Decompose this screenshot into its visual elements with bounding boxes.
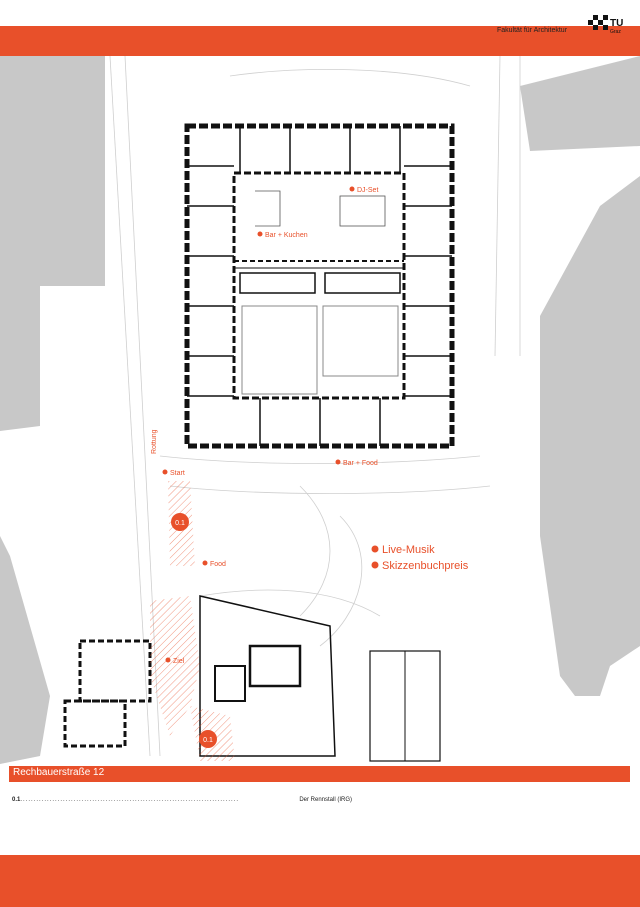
site-map: DJ-Set Bar + Kuchen Bar + Food Start Foo… bbox=[0, 56, 640, 764]
tu-graz-logo-icon: TU Graz bbox=[588, 15, 623, 35]
station-marker-bottom bbox=[199, 730, 217, 748]
neighbour-buildings bbox=[0, 56, 640, 764]
legend-text: Der Rennstall (IRG) bbox=[299, 797, 352, 803]
marker-bar-food bbox=[335, 459, 341, 465]
station-label-top: 0.1 bbox=[175, 520, 185, 527]
label-ziel: Ziel bbox=[173, 658, 185, 665]
station-marker-top bbox=[171, 513, 189, 531]
label-bar-kuchen: Bar + Kuchen bbox=[265, 232, 308, 239]
legend-number: 0.1 bbox=[12, 797, 21, 803]
footer-accent-bar bbox=[0, 855, 640, 907]
header-accent-bar bbox=[0, 26, 640, 56]
marker-skizzenbuchpreis bbox=[371, 561, 379, 569]
address-title: Rechbauerstraße 12 bbox=[13, 767, 105, 778]
label-food: Food bbox=[210, 561, 226, 568]
label-start: Start bbox=[170, 470, 185, 477]
marker-start bbox=[162, 469, 168, 475]
marker-bar-kuchen bbox=[257, 231, 263, 237]
legend-dots: ........................................… bbox=[20, 797, 240, 803]
marker-live-musik bbox=[371, 545, 379, 553]
address-bar bbox=[9, 766, 630, 782]
marker-dj-set bbox=[349, 186, 355, 192]
label-rottung: Rottung bbox=[151, 429, 158, 454]
station-label-bottom: 0.1 bbox=[203, 737, 213, 744]
label-bar-food: Bar + Food bbox=[343, 460, 378, 467]
race-route bbox=[150, 481, 235, 761]
lower-buildings bbox=[63, 595, 441, 762]
marker-ziel bbox=[165, 657, 171, 663]
faculty-name: Fakultät für Architektur bbox=[497, 27, 568, 34]
legend-row: 0.1 ....................................… bbox=[12, 797, 352, 803]
logo-subtext: Graz bbox=[610, 29, 621, 35]
main-building-plan bbox=[184, 123, 455, 449]
map-markers: DJ-Set Bar + Kuchen Bar + Food Start Foo… bbox=[151, 186, 469, 748]
label-live-musik: Live-Musik bbox=[382, 544, 435, 556]
marker-food bbox=[202, 560, 208, 566]
label-skizzenbuchpreis: Skizzenbuchpreis bbox=[382, 560, 469, 572]
logo-text: TU bbox=[610, 18, 623, 29]
label-dj-set: DJ-Set bbox=[357, 187, 378, 194]
